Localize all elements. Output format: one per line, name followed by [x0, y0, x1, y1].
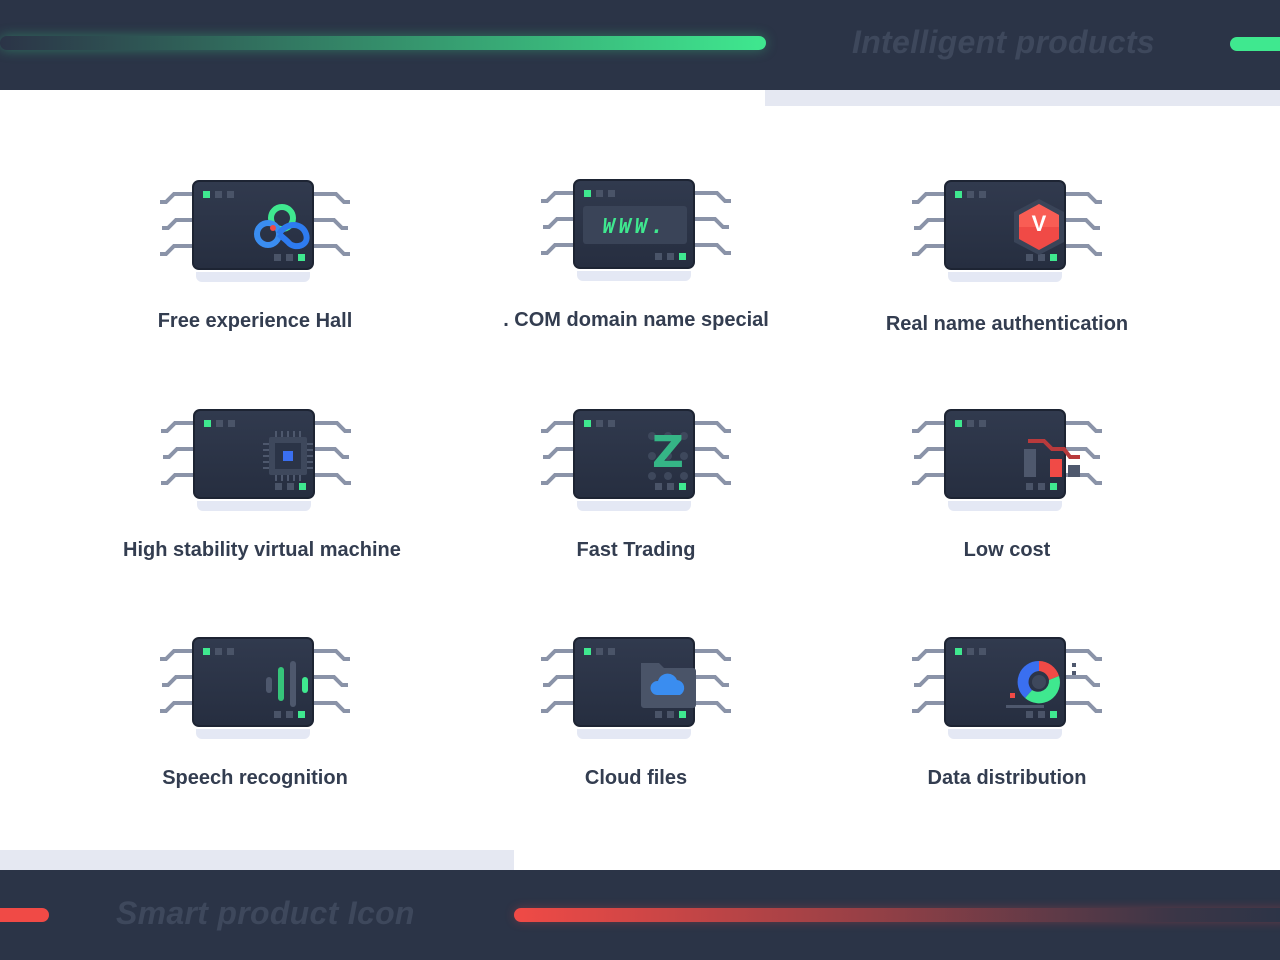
- chip-pins-left: [541, 649, 577, 713]
- shield-v-icon: [1014, 199, 1064, 255]
- chip-pins-right: [315, 421, 351, 485]
- icon-card-low-cost[interactable]: Low cost: [912, 409, 1232, 609]
- chip-pins-left: [160, 192, 196, 256]
- chip-body: V: [944, 180, 1066, 270]
- chip-pins-left: [912, 192, 948, 256]
- chip: [160, 180, 350, 288]
- chip: V: [912, 180, 1102, 288]
- header-green-bar-end: [1230, 37, 1280, 51]
- icon-label: High stability virtual machine: [123, 539, 401, 561]
- footer-title: Smart product Icon: [116, 895, 415, 931]
- chip: [912, 637, 1102, 745]
- sound-wave-icon: [266, 661, 308, 707]
- chip-pins-left: [912, 421, 948, 485]
- chip: [541, 637, 731, 745]
- bar-decline-icon: [1024, 439, 1080, 477]
- cloud-folder-icon: [641, 663, 696, 708]
- chip-body: Z: [573, 409, 695, 499]
- chip-body: [944, 637, 1076, 727]
- cloud-infinity-icon: [254, 204, 310, 250]
- icon-card-fast-trading[interactable]: Z Fast Trading: [541, 409, 861, 609]
- header-title: Intelligent products: [852, 24, 1155, 60]
- www-icon: WWW.: [602, 214, 668, 238]
- chip: Z: [541, 409, 731, 517]
- chip-pins-left: [160, 649, 196, 713]
- chip-pins-right: [695, 649, 731, 713]
- icon-card-speech[interactable]: Speech recognition: [160, 637, 480, 837]
- icon-card-com-domain[interactable]: WWW. . COM domain name special: [503, 179, 861, 379]
- chip-body: [193, 409, 315, 499]
- icon-label: Real name authentication: [885, 313, 1129, 335]
- icon-label: Low cost: [963, 539, 1051, 561]
- icon-label: Cloud files: [584, 767, 688, 789]
- chip-body: [192, 637, 314, 727]
- chip-pins-right: [314, 192, 350, 256]
- donut-chart-icon: [1006, 660, 1076, 708]
- chip-pins-right: [314, 649, 350, 713]
- icon-card-cloud-files[interactable]: Cloud files: [541, 637, 861, 837]
- chip-pins-left: [912, 649, 948, 713]
- icon-card-free-experience[interactable]: Free experience Hall: [158, 180, 480, 380]
- chip-pins-right: [1066, 649, 1102, 713]
- chip: [912, 409, 1102, 517]
- chip-pins-right: [695, 191, 731, 255]
- chip-pins-left: [161, 421, 197, 485]
- chip-body: [944, 409, 1080, 499]
- chip-pins-right: [695, 421, 731, 485]
- icon-label: Speech recognition: [162, 767, 348, 789]
- footer-red-bar: [514, 908, 1280, 922]
- chip-body: [192, 180, 314, 270]
- chip-pins-right: [1066, 192, 1102, 256]
- cpu-chip-icon: [263, 431, 313, 481]
- icon-card-virtual-machine[interactable]: High stability virtual machine: [123, 409, 481, 609]
- icon-card-real-name[interactable]: V Real name authentication: [886, 180, 1232, 380]
- z-letter: Z: [652, 427, 684, 478]
- chip: WWW.: [541, 179, 731, 287]
- chip: [160, 637, 350, 745]
- chip-body: [573, 637, 696, 727]
- www-panel: WWW.: [583, 206, 687, 244]
- chip-pins-left: [541, 191, 577, 255]
- icon-label: Data distribution: [927, 767, 1087, 789]
- chip-pins-left: [541, 421, 577, 485]
- icon-label: Fast Trading: [576, 539, 696, 561]
- header-green-bar: [0, 36, 766, 50]
- chip: [161, 409, 351, 517]
- footer-strip: [0, 850, 514, 870]
- shield-letter: V: [1031, 211, 1047, 236]
- footer-red-bar-start: [0, 908, 49, 922]
- header-strip: [765, 90, 1280, 106]
- icon-label: . COM domain name special: [503, 309, 769, 331]
- icon-label: Free experience Hall: [157, 310, 353, 332]
- icon-card-data-distribution[interactable]: Data distribution: [912, 637, 1232, 837]
- chip-body: WWW.: [573, 179, 695, 269]
- z-lightning-icon: [648, 432, 688, 480]
